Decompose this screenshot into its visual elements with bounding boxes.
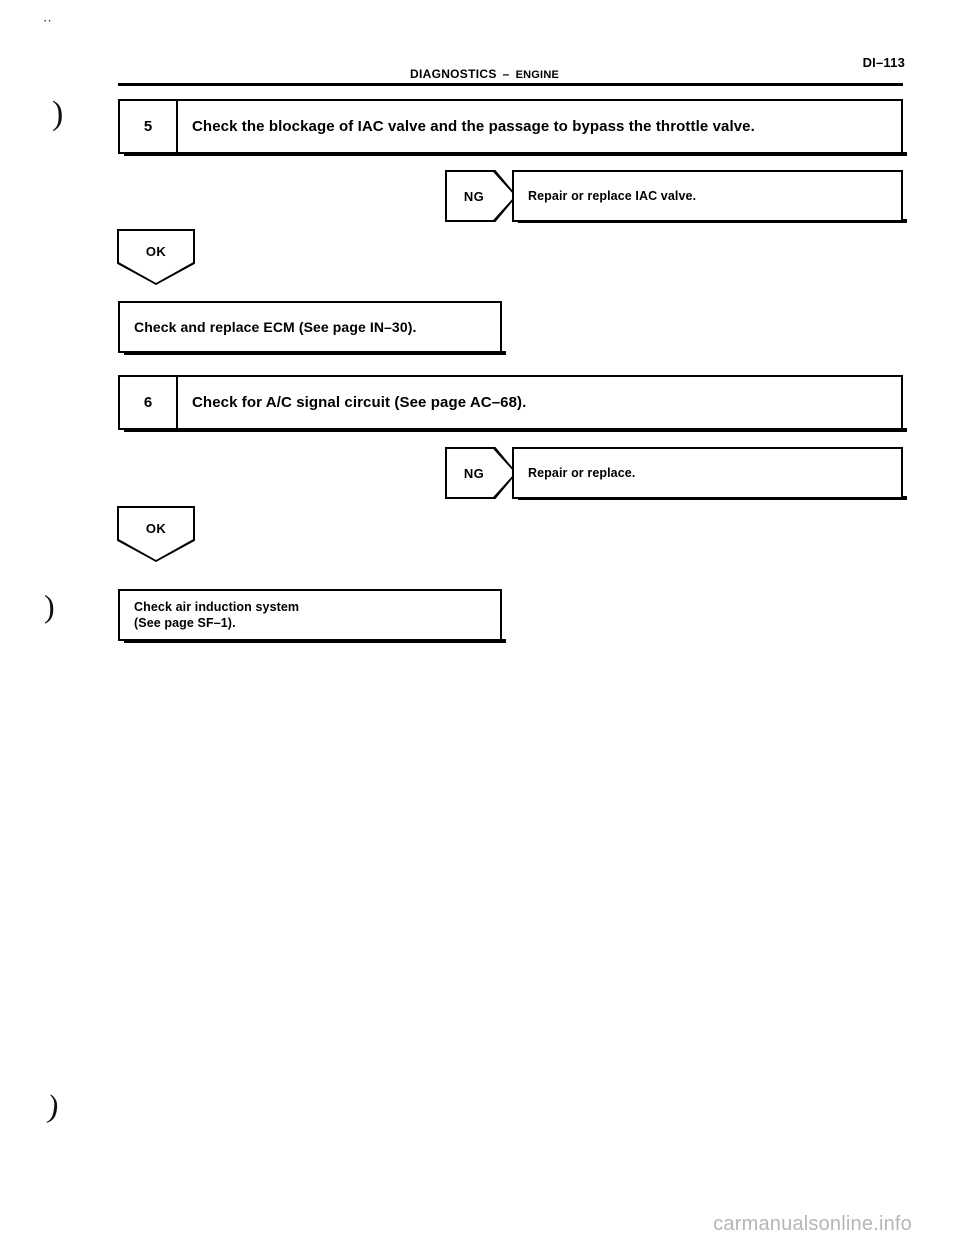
step-5-ok-label: OK [145, 243, 167, 259]
step-5-ok-result-text: Check and replace ECM (See page IN–30). [134, 319, 417, 335]
step-6-ng-result-text: Repair or replace. [528, 466, 636, 480]
step-6-ng-result-box: Repair or replace. [512, 447, 903, 499]
page-number: DI–113 [862, 55, 905, 70]
step-5-ok-result-shadow [124, 351, 506, 355]
step-5-box: 5 Check the blockage of IAC valve and th… [118, 99, 903, 154]
scan-artifact-paren-top: ) [52, 95, 64, 132]
step-5-ng-result-box: Repair or replace IAC valve. [512, 170, 903, 222]
step-5-box-shadow [124, 152, 907, 156]
step-6-number: 6 [120, 377, 178, 428]
header-section-label: DIAGNOSTICS [410, 67, 497, 81]
step-6-text: Check for A/C signal circuit (See page A… [192, 394, 527, 411]
step-5-ok-result-box: Check and replace ECM (See page IN–30). [118, 301, 502, 353]
step-6-box-shadow [124, 428, 907, 432]
step-6-ok-result-line-2: (See page SF–1). [134, 616, 236, 630]
step-5-ng-result-text: Repair or replace IAC valve. [528, 189, 697, 203]
step-5-number: 5 [120, 101, 178, 152]
scan-artifact-tick: ·· [43, 13, 52, 28]
step-5-text: Check the blockage of IAC valve and the … [192, 118, 755, 135]
step-5-ng-label: NG [463, 188, 485, 204]
step-6-ng-label: NG [463, 465, 485, 481]
scan-artifact-paren-middle: ) [44, 588, 55, 624]
step-6-ok-result-text: Check air induction system (See page SF–… [134, 599, 299, 632]
step-6-ok-result-box: Check air induction system (See page SF–… [118, 589, 502, 641]
step-6-ok-result-line-1: Check air induction system [134, 599, 300, 614]
site-watermark: carmanualsonline.info [713, 1213, 912, 1235]
page-header-title: DIAGNOSTICS–ENGINE [410, 67, 559, 81]
header-divider-rule [118, 83, 903, 86]
scan-artifact-paren-bottom: ) [45, 1087, 62, 1125]
header-separator: – [502, 67, 510, 81]
step-6-ok-label: OK [145, 520, 167, 536]
step-6-box: 6 Check for A/C signal circuit (See page… [118, 375, 903, 430]
step-6-ok-result-shadow [124, 639, 506, 643]
header-subsection-label: ENGINE [515, 69, 559, 81]
